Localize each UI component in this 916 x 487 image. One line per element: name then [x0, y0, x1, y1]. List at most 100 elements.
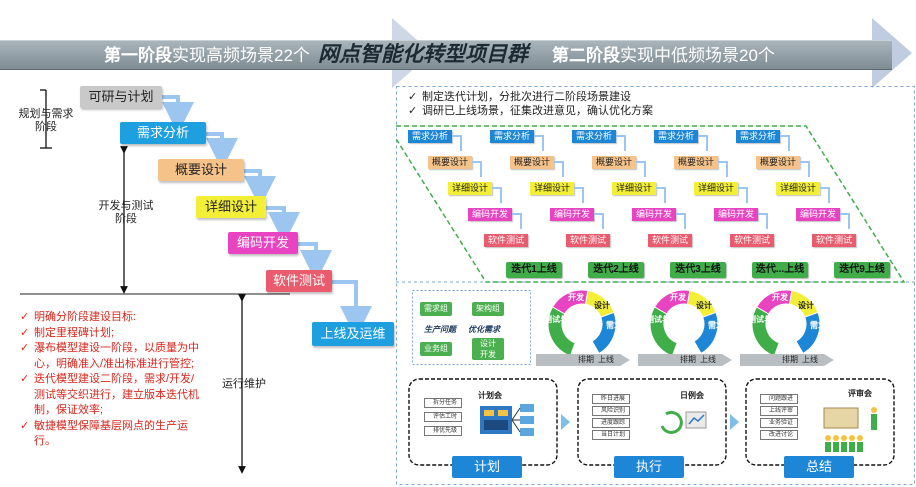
meeting-item: 风险识别	[592, 406, 630, 416]
iteration-4-step-testing: 软件测试	[730, 234, 774, 247]
iteration-connector-arrow	[820, 187, 830, 203]
iteration-connector-arrow	[656, 187, 666, 203]
ring-label-design: 设计	[594, 301, 610, 310]
iteration-connector-arrow	[718, 161, 728, 177]
iteration-4-step-detailed-design: 详细设计	[694, 182, 738, 195]
ring-label-requirement: 需求	[810, 321, 826, 330]
meeting-title-daily: 日例会	[680, 391, 704, 400]
iteration-5-step-outline-design: 概要设计	[756, 156, 800, 169]
iteration-connector-arrow	[472, 161, 482, 177]
meeting-item: 进度跟踪	[592, 418, 630, 428]
iteration-2-step-detailed-design: 详细设计	[530, 182, 574, 195]
ring-label-develop: 开发	[772, 293, 788, 302]
strategy-notes: 明确分阶段建设目标: 制定里程碑计划; 瀑布模型建设一阶段，以质量为中心，明确准…	[20, 310, 200, 450]
ring-label-design: 设计	[696, 301, 712, 310]
ring-label-schedule: 排期	[680, 355, 696, 364]
check-item: 制定迭代计划，分批次进行二阶段场景建设	[408, 90, 653, 104]
team-requirement: 需求组	[420, 302, 452, 316]
iteration-1-step-testing: 软件测试	[484, 234, 528, 247]
meeting-item: 改进讨论	[760, 430, 798, 440]
iteration-1-step-coding: 编码开发	[468, 208, 512, 221]
ring-label-test-accept: 测试与验收	[544, 315, 584, 324]
phase2-heading: 第二阶段实现中低频场景20个	[552, 46, 775, 65]
iteration-2-step-requirement: 需求分析	[490, 130, 534, 143]
phase1-heading: 第一阶段实现高频场景22个	[104, 46, 310, 65]
iteration-1-step-detailed-design: 详细设计	[448, 182, 492, 195]
iteration-4-golive-label: 迭代...上线	[752, 262, 808, 278]
iteration-5-step-testing: 软件测试	[812, 234, 856, 247]
iteration-3-golive-label: 迭代3上线	[670, 262, 726, 278]
stage-summary: 总结	[784, 456, 854, 478]
note-item: 迭代模型建设二阶段，需求/开发/测试等交织进行，建立版本迭代机制，保证效率;	[20, 372, 200, 419]
iteration-connector-arrow	[452, 135, 462, 151]
iteration-2-step-coding: 编码开发	[550, 208, 594, 221]
phase-label-planning: 规划与需求阶段	[18, 108, 74, 133]
iteration-connector-arrow	[554, 161, 564, 177]
waterfall-step-outline-design: 概要设计	[158, 159, 244, 181]
iteration-2-step-outline-design: 概要设计	[510, 156, 554, 169]
iteration-3-step-outline-design: 概要设计	[592, 156, 636, 169]
note-item: 明确分阶段建设目标:	[20, 310, 200, 326]
agile-ring-3	[740, 289, 834, 366]
iteration-3-step-coding: 编码开发	[632, 208, 676, 221]
waterfall-step-golive: 上线及运维	[312, 322, 394, 346]
ring-label-schedule: 排期	[578, 355, 594, 364]
iteration-connector-arrow	[594, 213, 604, 229]
waterfall-step-testing: 软件测试	[266, 270, 332, 292]
iteration-connector-arrow	[574, 187, 584, 203]
phase-banner	[0, 40, 892, 70]
meeting-item: 问题跟进	[760, 394, 798, 404]
iteration-3-step-requirement: 需求分析	[572, 130, 616, 143]
waterfall-step-requirement: 需求分析	[120, 122, 206, 144]
phase2-frame	[396, 86, 916, 485]
meeting-title-review: 评审会	[848, 389, 872, 398]
ring-label-golive: 上线	[802, 355, 818, 364]
iteration-connector-arrow	[698, 135, 708, 151]
meeting-item: 上线评审	[760, 406, 798, 416]
waterfall-step-detailed-design: 详细设计	[196, 196, 266, 218]
agile-center-text-production: 生产问题	[424, 325, 456, 334]
agile-center-text-optimize: 优化需求	[468, 325, 500, 334]
phase2-checklist: 制定迭代计划，分批次进行二阶段场景建设 调研已上线场景，征集改进意见，确认优化方…	[408, 90, 653, 118]
phase-label-operation: 运行维护	[222, 378, 266, 390]
iteration-connector-arrow	[636, 161, 646, 177]
note-item: 制定里程碑计划;	[20, 326, 200, 342]
iteration-1-step-requirement: 需求分析	[408, 130, 452, 143]
agile-ring-2	[638, 289, 732, 366]
iteration-connector-arrow	[800, 161, 810, 177]
stage-plan: 计划	[452, 456, 522, 478]
iteration-2-step-testing: 软件测试	[566, 234, 610, 247]
iteration-4-step-coding: 编码开发	[714, 208, 758, 221]
ring-label-design: 设计	[798, 301, 814, 310]
iteration-connector-arrow	[758, 213, 768, 229]
iteration-5-golive-label: 迭代9上线	[834, 262, 890, 278]
check-item: 调研已上线场景，征集改进意见，确认优化方案	[408, 104, 653, 118]
project-group-title: 网点智能化转型项目群	[318, 43, 528, 66]
ring-label-schedule: 排期	[782, 355, 798, 364]
team-architecture: 架构组	[472, 302, 504, 316]
iteration-2-golive-label: 迭代2上线	[588, 262, 644, 278]
iteration-1-step-outline-design: 概要设计	[428, 156, 472, 169]
iteration-4-step-outline-design: 概要设计	[674, 156, 718, 169]
iteration-connector-arrow	[512, 213, 522, 229]
iteration-connector-arrow	[616, 135, 626, 151]
iteration-4-step-requirement: 需求分析	[654, 130, 698, 143]
waterfall-step-coding: 编码开发	[228, 232, 298, 254]
iteration-connector-arrow	[840, 213, 850, 229]
note-item: 敏捷模型保障基层网点的生产运行。	[20, 419, 200, 450]
team-business: 业务组	[420, 342, 452, 356]
agile-ring-1	[536, 289, 630, 366]
waterfall-connectors	[20, 89, 372, 474]
meeting-item: 评估工时	[424, 412, 462, 422]
meeting-title-plan: 计划会	[478, 391, 502, 400]
ring-label-test-accept: 测试与验收	[646, 315, 686, 324]
iteration-1-golive-label: 迭代1上线	[506, 262, 562, 278]
ring-label-golive: 上线	[598, 355, 614, 364]
team-design-dev: 设计开发组	[472, 338, 504, 370]
iteration-3-step-testing: 软件测试	[648, 234, 692, 247]
ring-label-develop: 开发	[670, 293, 686, 302]
ring-label-golive: 上线	[700, 355, 716, 364]
meeting-item: 当日计划	[592, 430, 630, 440]
note-item: 瀑布模型建设一阶段，以质量为中心，明确准入/准出标准进行管控;	[20, 341, 200, 372]
meeting-item: 拆分任务	[424, 398, 462, 408]
